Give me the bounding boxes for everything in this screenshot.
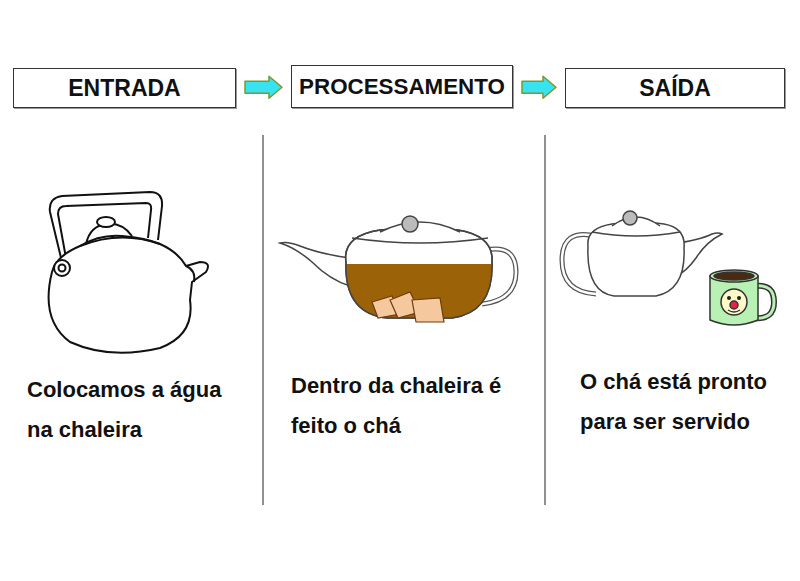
stage-header-box: ENTRADA <box>13 68 236 108</box>
step-caption: Dentro da chaleira é feito o chá <box>291 366 531 446</box>
stage-header-box: PROCESSAMENTO <box>291 65 513 108</box>
stage-title: SAÍDA <box>639 75 711 102</box>
step-caption: O chá está pronto para ser servido <box>580 362 780 442</box>
divider-line <box>545 135 546 505</box>
teapot-with-tea <box>280 216 516 322</box>
kettle-drawing <box>49 192 208 353</box>
flow-arrow <box>245 76 282 98</box>
divider-line <box>263 135 264 505</box>
mug-drawing <box>710 270 774 325</box>
stage-header-box: SAÍDA <box>565 68 785 108</box>
step-caption: Colocamos a água na chaleira <box>27 370 247 450</box>
stage-title: PROCESSAMENTO <box>299 74 505 100</box>
flow-arrow <box>522 76 556 98</box>
teapot-drawing <box>562 211 722 296</box>
stage-title: ENTRADA <box>68 75 180 102</box>
